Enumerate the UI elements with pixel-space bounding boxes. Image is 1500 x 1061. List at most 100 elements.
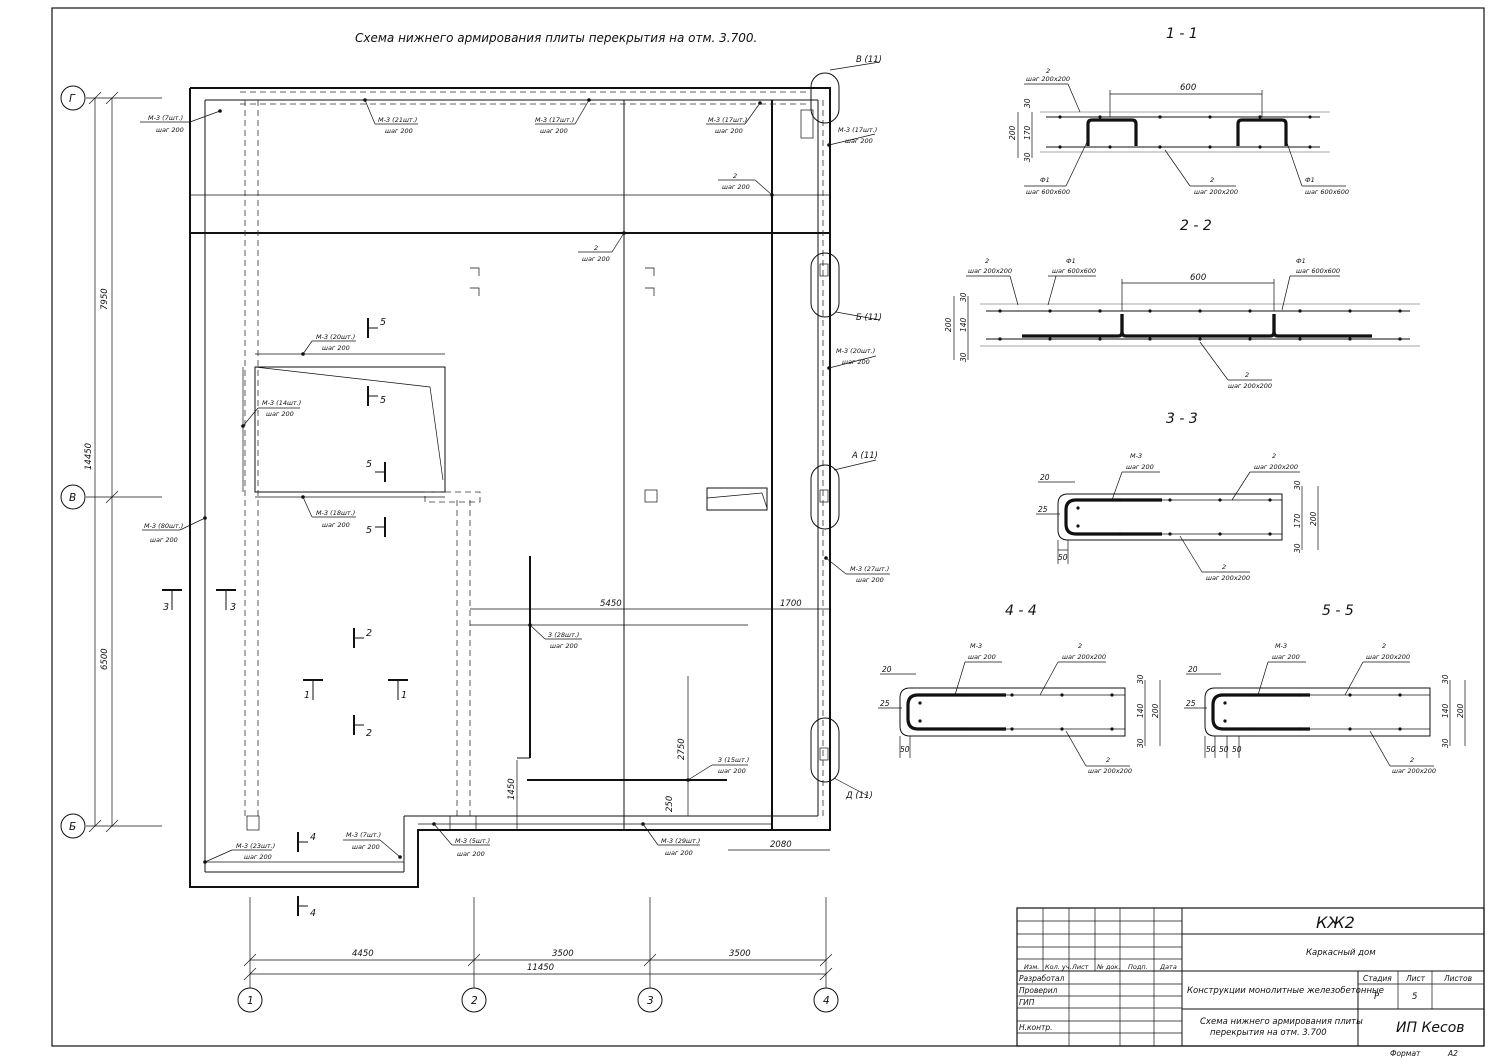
svg-text:М-3 (17шт.): М-3 (17шт.) (708, 116, 747, 124)
svg-text:шаг 200: шаг 200 (722, 183, 750, 191)
axis-bubble-3: 3 (637, 987, 663, 1013)
svg-text:200: 200 (1008, 125, 1017, 140)
rebar-callout: М-3 (17шт.) шаг 200 (535, 98, 591, 135)
svg-text:Кол. уч.: Кол. уч. (1045, 963, 1072, 971)
svg-text:шаг 200: шаг 200 (266, 410, 294, 418)
dim-label: 5450 (600, 599, 622, 609)
svg-text:Проверил: Проверил (1019, 986, 1058, 995)
svg-text:ГИП: ГИП (1019, 998, 1035, 1007)
svg-text:шаг 200х200: шаг 200х200 (1366, 653, 1410, 661)
dim-label: 14450 (84, 443, 94, 470)
section-title: 3 - 3 (1166, 411, 1198, 427)
svg-text:шаг 200х200: шаг 200х200 (1194, 188, 1238, 196)
svg-text:30: 30 (1023, 98, 1032, 108)
svg-text:2: 2 (1272, 452, 1276, 460)
section-name: Конструкции монолитные железобетонные (1187, 986, 1384, 996)
svg-text:М-3 (21шт.): М-3 (21шт.) (378, 116, 417, 124)
svg-text:М-3 (80шт.): М-3 (80шт.) (144, 522, 183, 530)
rebar-callout: М-3 (21шт.) шаг 200 (363, 98, 418, 135)
callout-b11: Б (11) (810, 252, 882, 323)
svg-text:Подп.: Подп. (1128, 963, 1148, 971)
svg-text:2: 2 (1382, 642, 1386, 650)
svg-text:М-3 (18шт.): М-3 (18шт.) (316, 509, 355, 517)
dim-label: 7950 (100, 288, 110, 310)
svg-text:3: 3 (230, 602, 236, 613)
svg-text:шаг 200: шаг 200 (352, 843, 380, 851)
svg-text:шаг 600х600: шаг 600х600 (1052, 267, 1096, 275)
section-1-1: 1 - 1 600 30 170 30 200 2 шаг 200х200 2 … (1008, 26, 1349, 196)
svg-text:1: 1 (304, 690, 310, 701)
svg-text:3: 3 (163, 602, 169, 613)
svg-text:50: 50 (1232, 745, 1242, 754)
svg-text:Лист: Лист (1071, 963, 1089, 971)
callout-d11: Д (11) (810, 717, 873, 801)
svg-text:5: 5 (380, 395, 386, 406)
svg-text:2: 2 (594, 244, 598, 252)
svg-text:Дата: Дата (1159, 963, 1177, 971)
rebar-callout: М-3 (80шт.) шаг 200 (142, 516, 207, 544)
section-mark: 5 (366, 459, 386, 482)
svg-text:30: 30 (1293, 480, 1302, 490)
section-mark: 2 (353, 628, 372, 648)
svg-text:3 (15шт.): 3 (15шт.) (718, 756, 749, 764)
axis-bubble-4: 4 (813, 987, 839, 1013)
svg-text:5: 5 (366, 525, 372, 536)
rebar-callout: 2 шаг 200 (578, 231, 626, 263)
svg-text:А2: А2 (1447, 1049, 1458, 1058)
rebar-callout: М-3 (5шт.) шаг 200 (432, 822, 490, 858)
svg-text:шаг 200: шаг 200 (385, 127, 413, 135)
stage-value: Р (1374, 992, 1380, 1002)
svg-text:Ф1: Ф1 (1066, 257, 1076, 265)
svg-text:Н.контр.: Н.контр. (1019, 1023, 1053, 1032)
svg-text:Стадия: Стадия (1363, 974, 1392, 983)
svg-text:М-3 (20шт.): М-3 (20шт.) (316, 333, 355, 341)
svg-text:25: 25 (1038, 505, 1048, 514)
svg-text:№ док.: № док. (1096, 963, 1120, 971)
section-3-3: 3 - 3 М-3 шаг 200 2 шаг 200х200 2 шаг 20… (1036, 411, 1319, 582)
svg-text:4: 4 (310, 832, 316, 843)
section-mark: 5 (366, 517, 386, 537)
section-4-4: 4 - 4 М-3 шаг 200 2 шаг 200х200 2 шаг 20… (878, 603, 1161, 775)
svg-text:25: 25 (880, 699, 890, 708)
svg-text:2: 2 (366, 728, 372, 739)
svg-text:М-3 (17шт.): М-3 (17шт.) (838, 126, 877, 134)
rebar-callout: М-3 (20шт.) шаг 200 (301, 333, 356, 356)
axis-bubble-v: В (60, 484, 86, 510)
svg-text:шаг 200х200: шаг 200х200 (1228, 382, 1272, 390)
plan: 7950 14450 6500 4450 3500 3500 11450 545… (60, 55, 890, 1013)
svg-text:шаг 600х600: шаг 600х600 (1296, 267, 1340, 275)
section-mark: 3 (162, 589, 182, 613)
svg-text:200: 200 (1309, 511, 1318, 526)
slab-opening (706, 487, 768, 511)
svg-text:шаг 200: шаг 200 (1272, 653, 1300, 661)
svg-text:1: 1 (247, 995, 254, 1007)
svg-text:2: 2 (1078, 642, 1082, 650)
section-mark: 2 (353, 715, 372, 739)
svg-text:Г: Г (69, 93, 76, 105)
section-title: 4 - 4 (1005, 603, 1037, 619)
svg-text:50: 50 (1058, 553, 1068, 562)
svg-text:Формат: Формат (1390, 1049, 1421, 1058)
svg-text:2: 2 (1222, 563, 1226, 571)
svg-text:шаг 200х200: шаг 200х200 (1026, 75, 1070, 83)
outer-frame (51, 7, 1485, 1047)
svg-text:шаг 200х200: шаг 200х200 (1062, 653, 1106, 661)
slab-outline (189, 87, 831, 888)
svg-text:шаг 600х600: шаг 600х600 (1026, 188, 1070, 196)
sheet-title: перекрытия на отм. 3.700 (1210, 1028, 1327, 1038)
axis-bubble-g: Г (60, 85, 86, 111)
svg-text:2: 2 (1106, 756, 1110, 764)
svg-text:600: 600 (1180, 83, 1196, 93)
dim-label: 250 (665, 796, 675, 812)
doc-code: КЖ2 (1316, 913, 1355, 932)
svg-text:2: 2 (471, 995, 478, 1007)
svg-text:30: 30 (959, 292, 968, 302)
axis-bubble-b: Б (60, 813, 86, 839)
axis-bubble-2: 2 (461, 987, 487, 1013)
svg-text:50: 50 (1206, 745, 1216, 754)
svg-text:М-3 (5шт.): М-3 (5шт.) (455, 837, 490, 845)
svg-text:Д (11): Д (11) (845, 791, 873, 801)
svg-text:140: 140 (1136, 703, 1145, 718)
svg-text:М-3: М-3 (1130, 452, 1142, 460)
